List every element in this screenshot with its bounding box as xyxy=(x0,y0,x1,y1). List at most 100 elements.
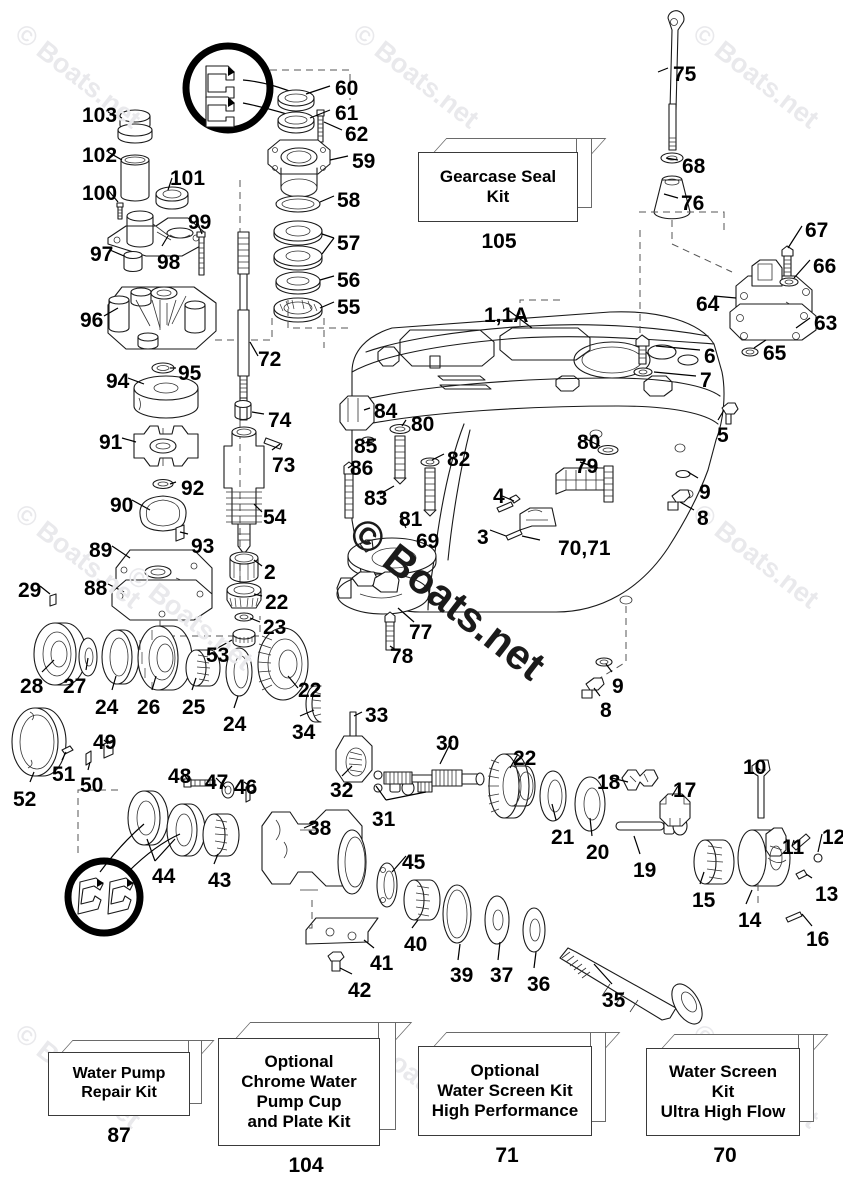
kit-box-front-face: Water Pump Repair Kit xyxy=(48,1052,190,1116)
kit-number: 104 xyxy=(288,1154,324,1177)
kit-box-front-face: Gearcase Seal Kit xyxy=(418,152,578,222)
callout-number: 79 xyxy=(575,455,599,478)
kit-box-side-face xyxy=(576,138,592,208)
callout-number: 31 xyxy=(372,808,396,831)
callout-number: 44 xyxy=(152,865,176,888)
callout-number: 85 xyxy=(354,435,378,458)
impeller-91 xyxy=(133,425,199,467)
lower-left-bearing-stack xyxy=(11,593,322,937)
callout-number: 76 xyxy=(681,192,705,215)
callout-number: 2 xyxy=(264,561,276,584)
kit-label-line3: High Performance xyxy=(431,1101,579,1121)
callout-number: 69 xyxy=(416,530,440,553)
kit-number: 70 xyxy=(713,1144,737,1167)
callout-number: 24 xyxy=(223,713,247,736)
kit-box-side-face xyxy=(378,1022,396,1130)
callout-number: 26 xyxy=(137,696,161,719)
callout-number: 62 xyxy=(345,123,369,146)
anode-and-trim-tab xyxy=(336,537,437,651)
water-pump-housing-96 xyxy=(107,286,217,350)
callout-number: 47 xyxy=(205,771,229,794)
callout-number: 100 xyxy=(82,182,118,205)
callout-number: 95 xyxy=(178,362,202,385)
callout-number: 7 xyxy=(700,369,712,392)
bearing-carrier-14 xyxy=(737,827,791,887)
kit-label-line2: Kit xyxy=(486,187,510,206)
callout-number: 1,1A xyxy=(484,304,529,327)
roller-bearing-25 xyxy=(185,649,221,687)
callout-number: 28 xyxy=(20,675,44,698)
kit-label-line4: and Plate Kit xyxy=(247,1112,351,1132)
callout-number: 45 xyxy=(402,851,426,874)
kit-label-line1: Water Pump xyxy=(72,1065,166,1083)
callout-number: 61 xyxy=(335,102,359,125)
callout-number: 3 xyxy=(477,526,489,549)
callout-number: 9 xyxy=(699,481,711,504)
callout-number: 12 xyxy=(822,826,843,849)
callout-number: 59 xyxy=(352,150,376,173)
callout-number: 11 xyxy=(782,836,805,859)
callout-number: 98 xyxy=(157,251,181,274)
callout-number: 51 xyxy=(52,763,76,786)
callout-number: 5 xyxy=(717,424,729,447)
callout-number: 8 xyxy=(697,507,709,530)
callout-number: 36 xyxy=(527,973,551,996)
pinion-shaft-30 xyxy=(383,769,485,787)
bearings-44 xyxy=(127,790,206,857)
kit-box-gearcase-seal-kit: Gearcase Seal Kit 105 xyxy=(418,138,607,253)
screw-100 xyxy=(116,202,124,220)
callout-number: 68 xyxy=(682,155,706,178)
forward-gear-22 xyxy=(487,753,536,819)
callout-number: 81 xyxy=(399,508,423,531)
callout-number: 77 xyxy=(409,621,433,644)
callout-number: 16 xyxy=(806,928,830,951)
pump-base-98 xyxy=(107,210,205,257)
callout-number: 15 xyxy=(692,889,716,912)
seal-detail-circle-lower xyxy=(64,823,181,937)
callout-number: 24 xyxy=(95,696,119,719)
gearcase-housing xyxy=(287,299,725,679)
kit-number: 71 xyxy=(495,1144,519,1167)
callout-number: 29 xyxy=(18,579,42,602)
callout-number: 86 xyxy=(350,457,374,480)
roller-bearing-40 xyxy=(403,879,441,921)
callout-number: 22 xyxy=(265,591,289,614)
kit-label-line1: Gearcase Seal xyxy=(439,166,557,186)
callout-number: 9 xyxy=(612,675,624,698)
bolt-48 xyxy=(183,778,216,788)
callout-number: 54 xyxy=(263,506,287,529)
callout-number: 39 xyxy=(450,964,474,987)
callout-number: 84 xyxy=(374,400,398,423)
callout-number: 20 xyxy=(586,841,610,864)
leader-lines xyxy=(29,67,823,985)
upper-bearing-stack xyxy=(212,69,351,600)
kit-label-line2: Water Screen Kit xyxy=(437,1080,573,1100)
kit-number: 87 xyxy=(107,1124,131,1147)
kit-box-optional-water-screen-kit-high-performance: Optional Water Screen Kit High Performan… xyxy=(418,1032,621,1167)
kit-label-line1: Water Screen xyxy=(668,1061,777,1081)
bearing-carrier-26 xyxy=(137,625,193,691)
callout-number: 60 xyxy=(335,77,359,100)
callout-number: 14 xyxy=(738,909,762,932)
callout-number: 10 xyxy=(743,756,767,779)
callout-number: 17 xyxy=(673,779,697,802)
callout-number: 55 xyxy=(337,296,361,319)
callout-number: 22 xyxy=(513,747,537,770)
callout-number: 35 xyxy=(602,989,626,1012)
callout-number: 64 xyxy=(696,293,720,316)
callout-number: 82 xyxy=(447,448,471,471)
roller-bearing-43 xyxy=(202,813,240,857)
callout-number: 96 xyxy=(80,309,104,332)
callout-number: 56 xyxy=(337,269,361,292)
callout-number: 73 xyxy=(272,454,296,477)
callout-number: 21 xyxy=(551,826,575,849)
callout-number: 101 xyxy=(170,167,206,190)
callout-number: 43 xyxy=(208,869,232,892)
callout-number: 18 xyxy=(597,771,621,794)
kit-box-optional-chrome-water-pump-cup-and-plate-kit: Optional Chrome Water Pump Cup and Plate… xyxy=(218,1022,413,1177)
callout-number: 92 xyxy=(181,477,205,500)
kit-box-front-face: Water Screen Kit Ultra High Flow xyxy=(646,1048,800,1136)
callout-number: 63 xyxy=(814,312,838,335)
callout-number: 30 xyxy=(436,732,460,755)
